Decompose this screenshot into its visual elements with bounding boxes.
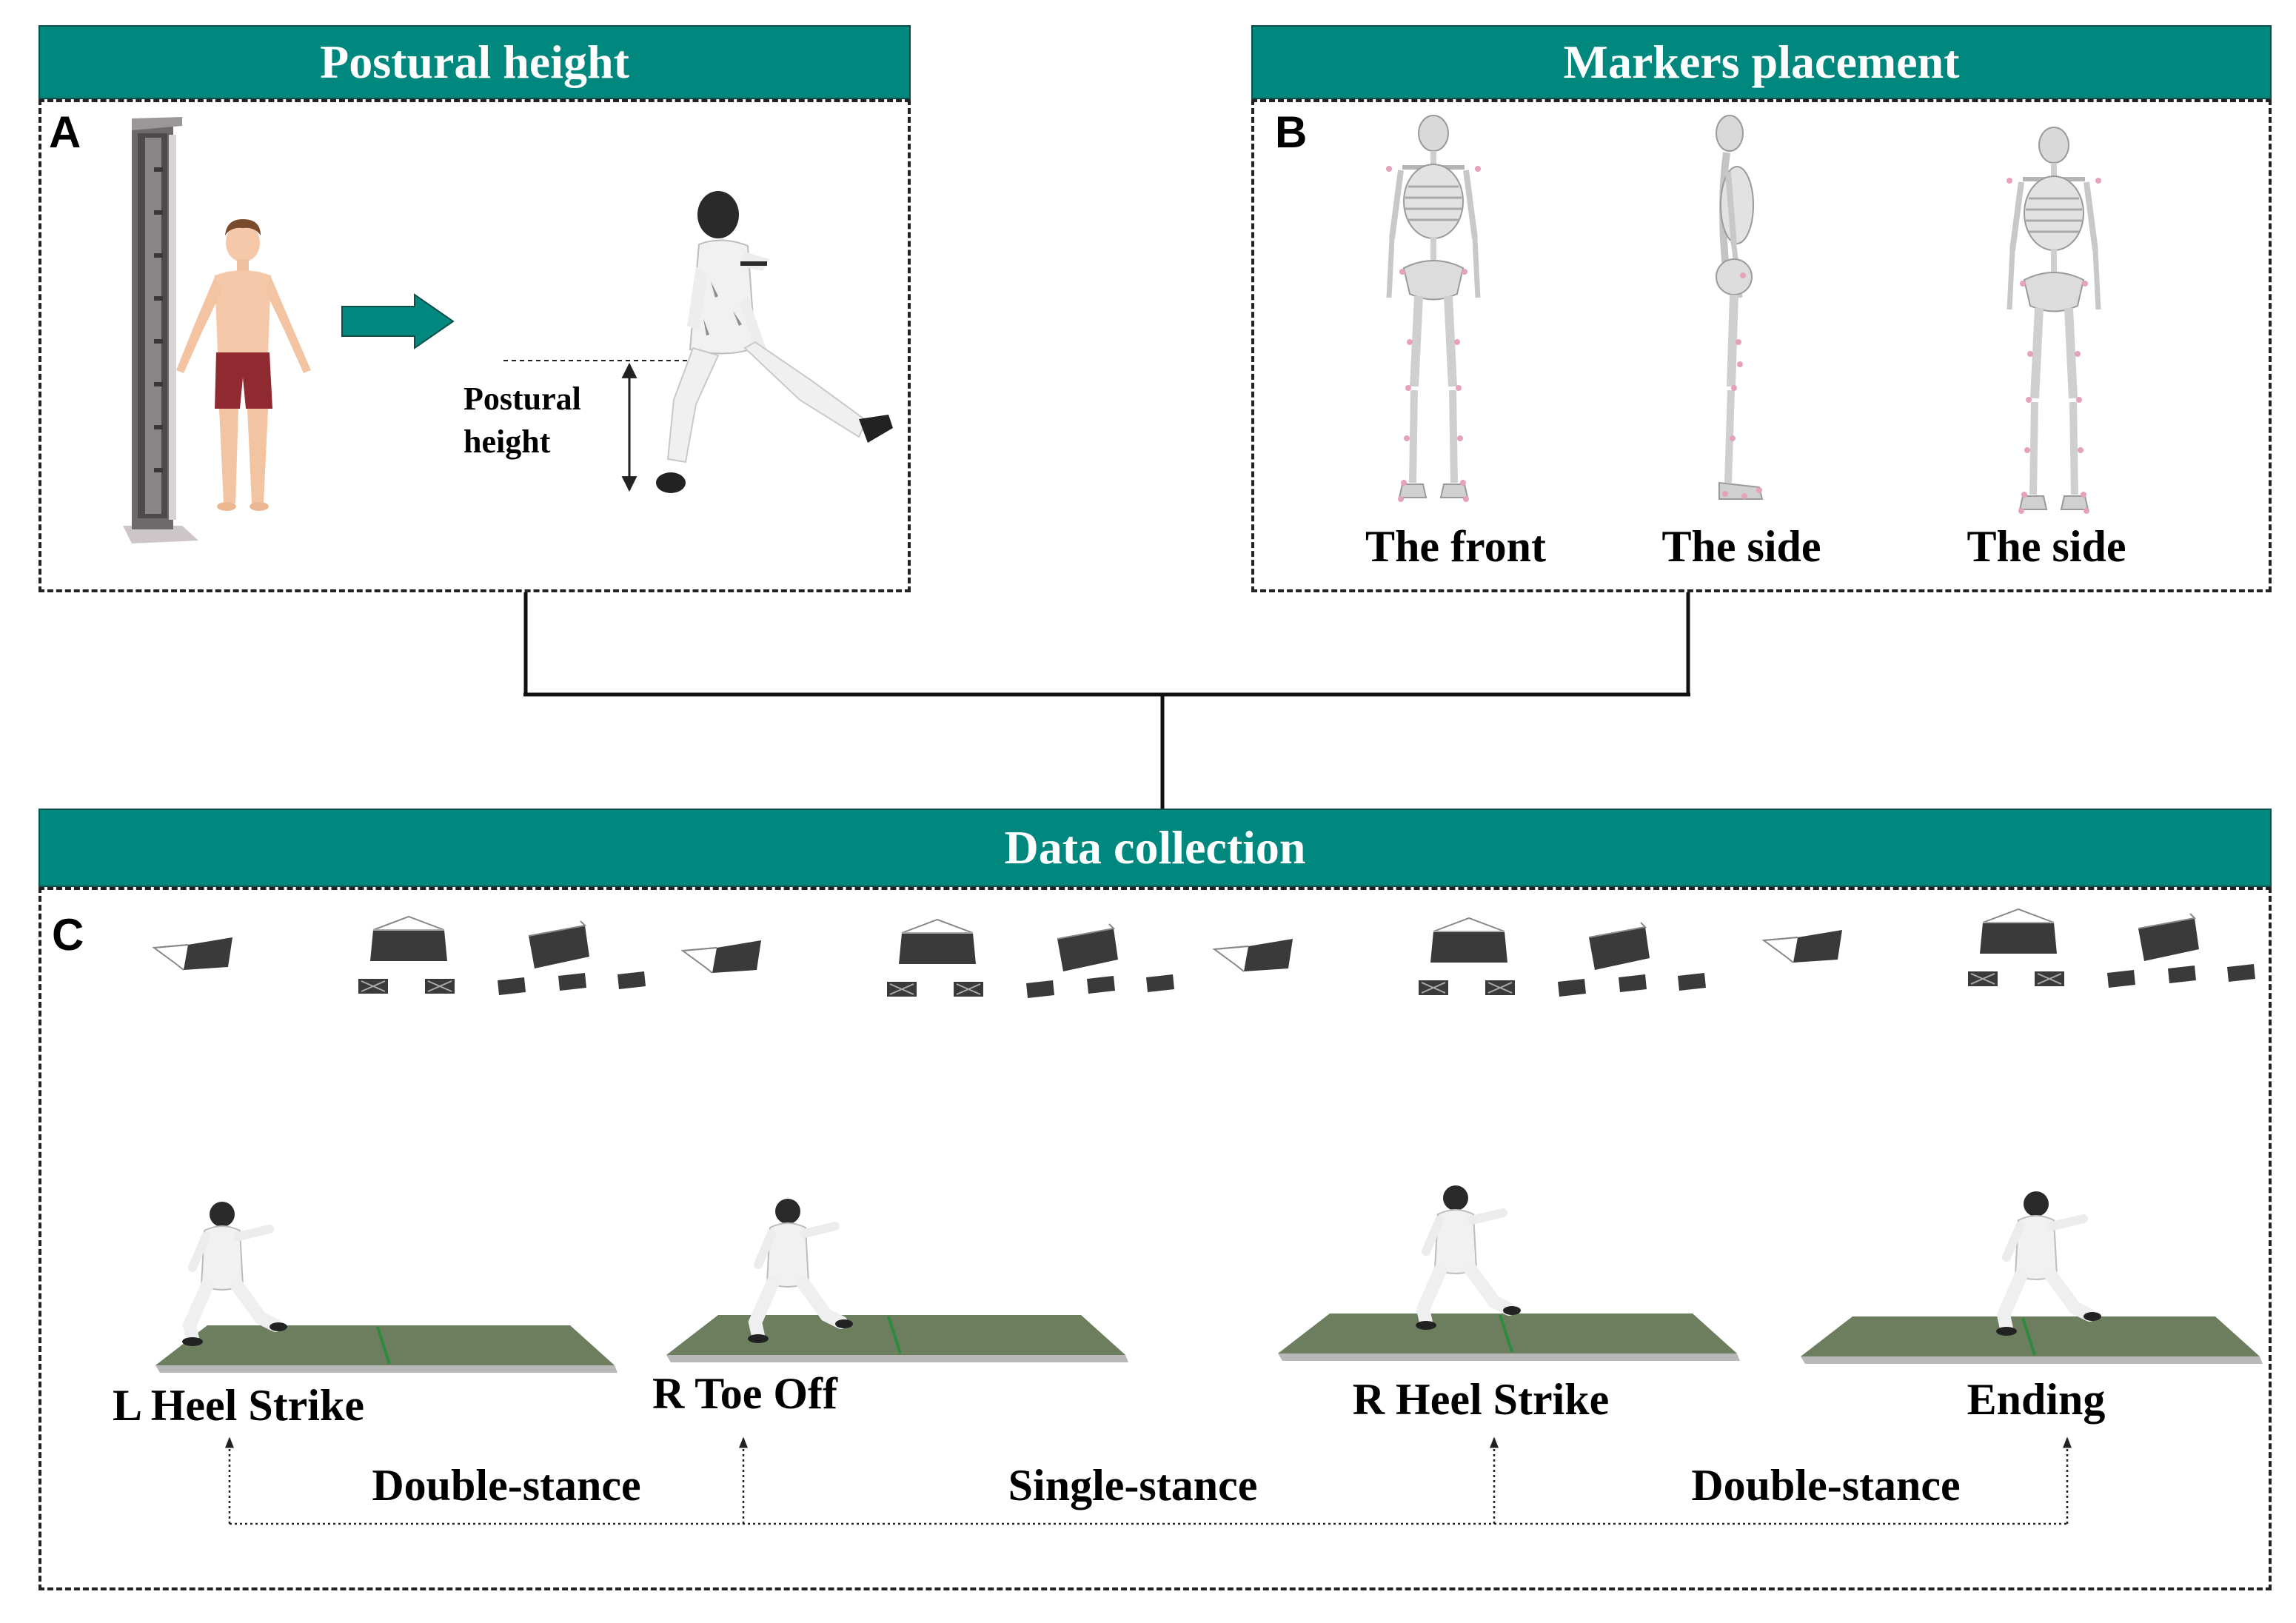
panel-a-letter: A xyxy=(49,107,81,157)
view-label-front: The front xyxy=(1365,522,1546,571)
camera-array-4 xyxy=(1764,909,2255,988)
panel-a-title: Postural height xyxy=(39,25,911,99)
phase-label-double-stance-1: Double-stance xyxy=(372,1461,641,1510)
phase-timeline xyxy=(225,1436,2072,1525)
performer-r-heel-strike xyxy=(1416,1185,1521,1330)
standing-person-illustration xyxy=(176,219,311,511)
force-mat-1 xyxy=(154,1324,619,1374)
connector-lines xyxy=(523,592,1690,809)
camera-array-2 xyxy=(683,920,1174,998)
taichi-performer-illustration xyxy=(656,191,893,493)
phase-label-double-stance-2: Double-stance xyxy=(1691,1461,1961,1510)
skeleton-side xyxy=(1716,116,1762,499)
event-label-l-heel-strike: L Heel Strike xyxy=(113,1381,364,1430)
panel-c-title: Data collection xyxy=(39,809,2272,887)
phase-label-single-stance: Single-stance xyxy=(1008,1461,1258,1510)
camera-array-1 xyxy=(154,917,646,995)
panel-c-letter: C xyxy=(52,910,84,960)
event-label-r-toe-off: R Toe Off xyxy=(652,1369,838,1418)
performer-ending xyxy=(1996,1191,2101,1336)
force-mat-2 xyxy=(665,1314,1130,1364)
panel-b xyxy=(1251,99,2272,592)
panel-b-title: Markers placement xyxy=(1251,25,2272,99)
skeleton-back xyxy=(2007,127,2101,514)
right-arrow-icon xyxy=(341,293,455,349)
postural-height-label-line2: height xyxy=(463,424,551,460)
view-label-side: The side xyxy=(1661,522,1821,571)
panel-a xyxy=(39,99,911,592)
postural-height-label-line1: Postural xyxy=(463,381,581,417)
panel-c xyxy=(39,887,2272,1590)
event-label-r-heel-strike: R Heel Strike xyxy=(1352,1375,1610,1424)
event-label-ending: Ending xyxy=(1967,1375,2106,1424)
view-label-side-2: The side xyxy=(1967,522,2126,571)
force-mat-3 xyxy=(1276,1312,1741,1362)
camera-array-3 xyxy=(1214,918,1706,997)
performer-l-heel-strike xyxy=(182,1202,287,1346)
force-mat-4 xyxy=(1799,1315,2264,1365)
stadiometer-illustration xyxy=(123,117,198,543)
panel-b-letter: B xyxy=(1275,107,1308,157)
skeleton-front xyxy=(1386,116,1481,502)
